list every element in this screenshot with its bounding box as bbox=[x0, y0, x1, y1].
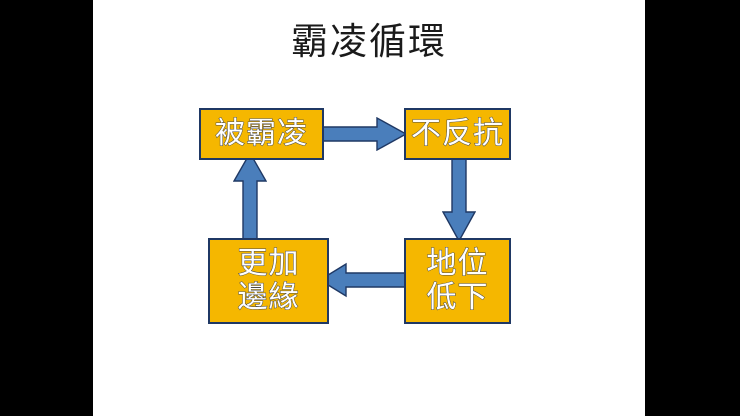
arrow-bullied-to-noresist bbox=[315, 117, 407, 151]
node-more-marginalized-label: 更加 邊緣 bbox=[237, 246, 300, 315]
node-more-marginalized[interactable]: 更加 邊緣 bbox=[208, 238, 329, 324]
node-bullied-label: 被霸凌 bbox=[215, 116, 308, 151]
page-title: 霸凌循環 bbox=[291, 20, 447, 63]
letterbox-bar-right bbox=[645, 0, 740, 416]
node-low-status[interactable]: 地位 低下 bbox=[404, 238, 511, 324]
node-bullied[interactable]: 被霸凌 bbox=[199, 108, 324, 160]
node-low-status-label: 地位 低下 bbox=[426, 246, 489, 315]
arrow-marginal-to-bullied bbox=[233, 152, 267, 242]
arrow-noresist-to-lowstatus bbox=[442, 152, 476, 242]
letterbox-bar-left bbox=[0, 0, 93, 416]
node-no-resistance-label: 不反抗 bbox=[411, 116, 504, 151]
presentation-slide: 霸凌循環 被霸凌 不反抗 bbox=[93, 0, 645, 416]
node-no-resistance[interactable]: 不反抗 bbox=[404, 108, 511, 160]
arrow-lowstatus-to-marginal bbox=[319, 262, 407, 298]
